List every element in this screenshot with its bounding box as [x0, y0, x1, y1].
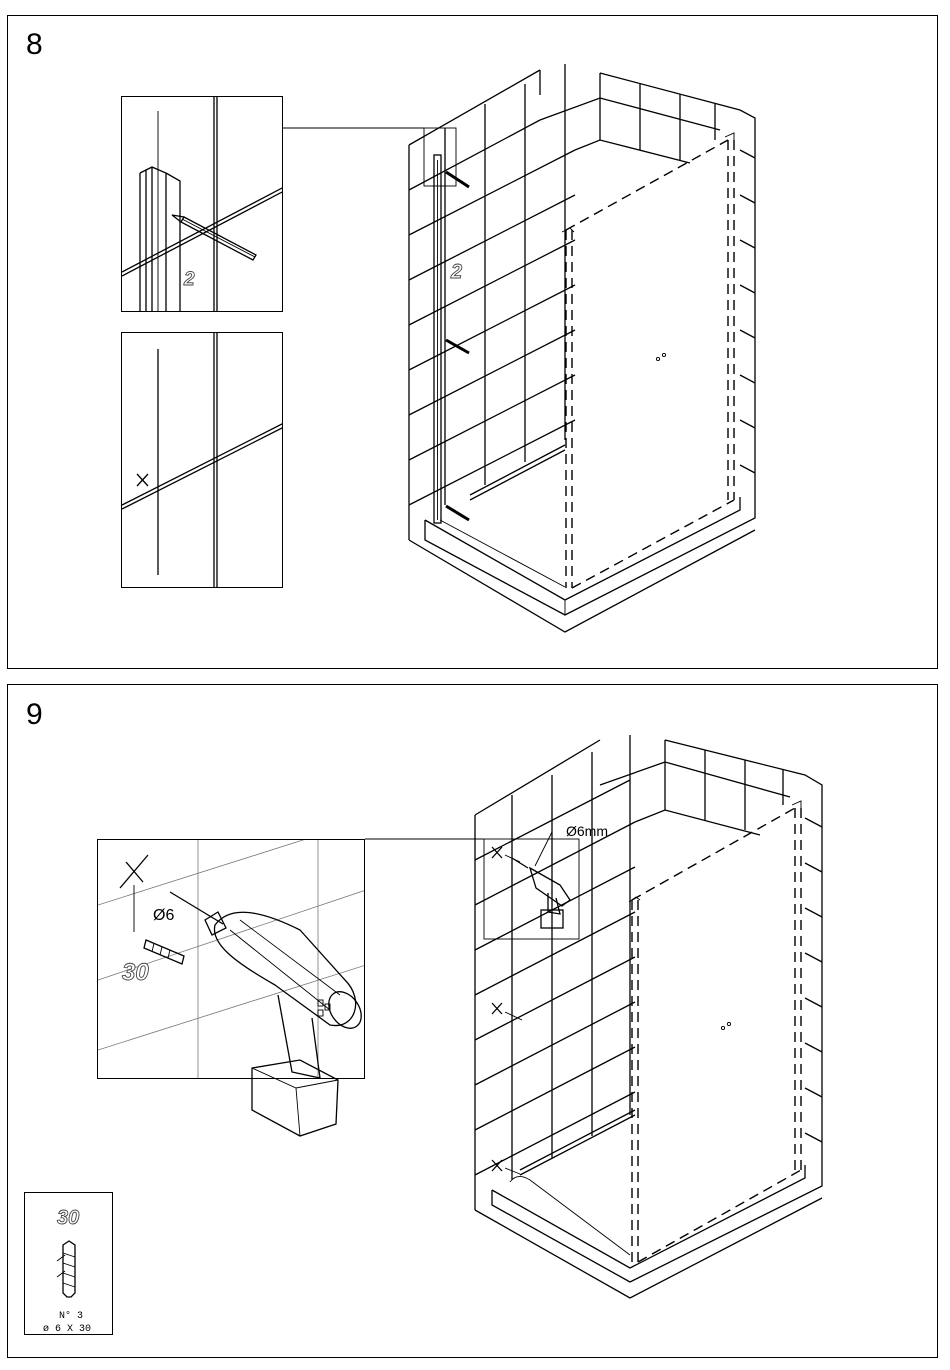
glass-panel	[632, 808, 801, 1262]
legend-code: 30	[57, 1207, 79, 1229]
legend-count: N° 3	[59, 1310, 83, 1322]
legend-illustration: 30 N° 3 ø 6 X 30	[25, 1193, 113, 1335]
wall-plug-legend: 30 N° 3 ø 6 X 30	[24, 1192, 113, 1335]
drill-diameter-main-label: Ø6mm	[566, 823, 608, 839]
legend-size: ø 6 X 30	[43, 1324, 91, 1335]
wall-plug-legend-icon	[57, 1241, 75, 1297]
cross-mark-icon	[492, 1003, 522, 1020]
cross-mark-icon	[492, 1160, 520, 1174]
small-drill-icon	[512, 832, 570, 928]
